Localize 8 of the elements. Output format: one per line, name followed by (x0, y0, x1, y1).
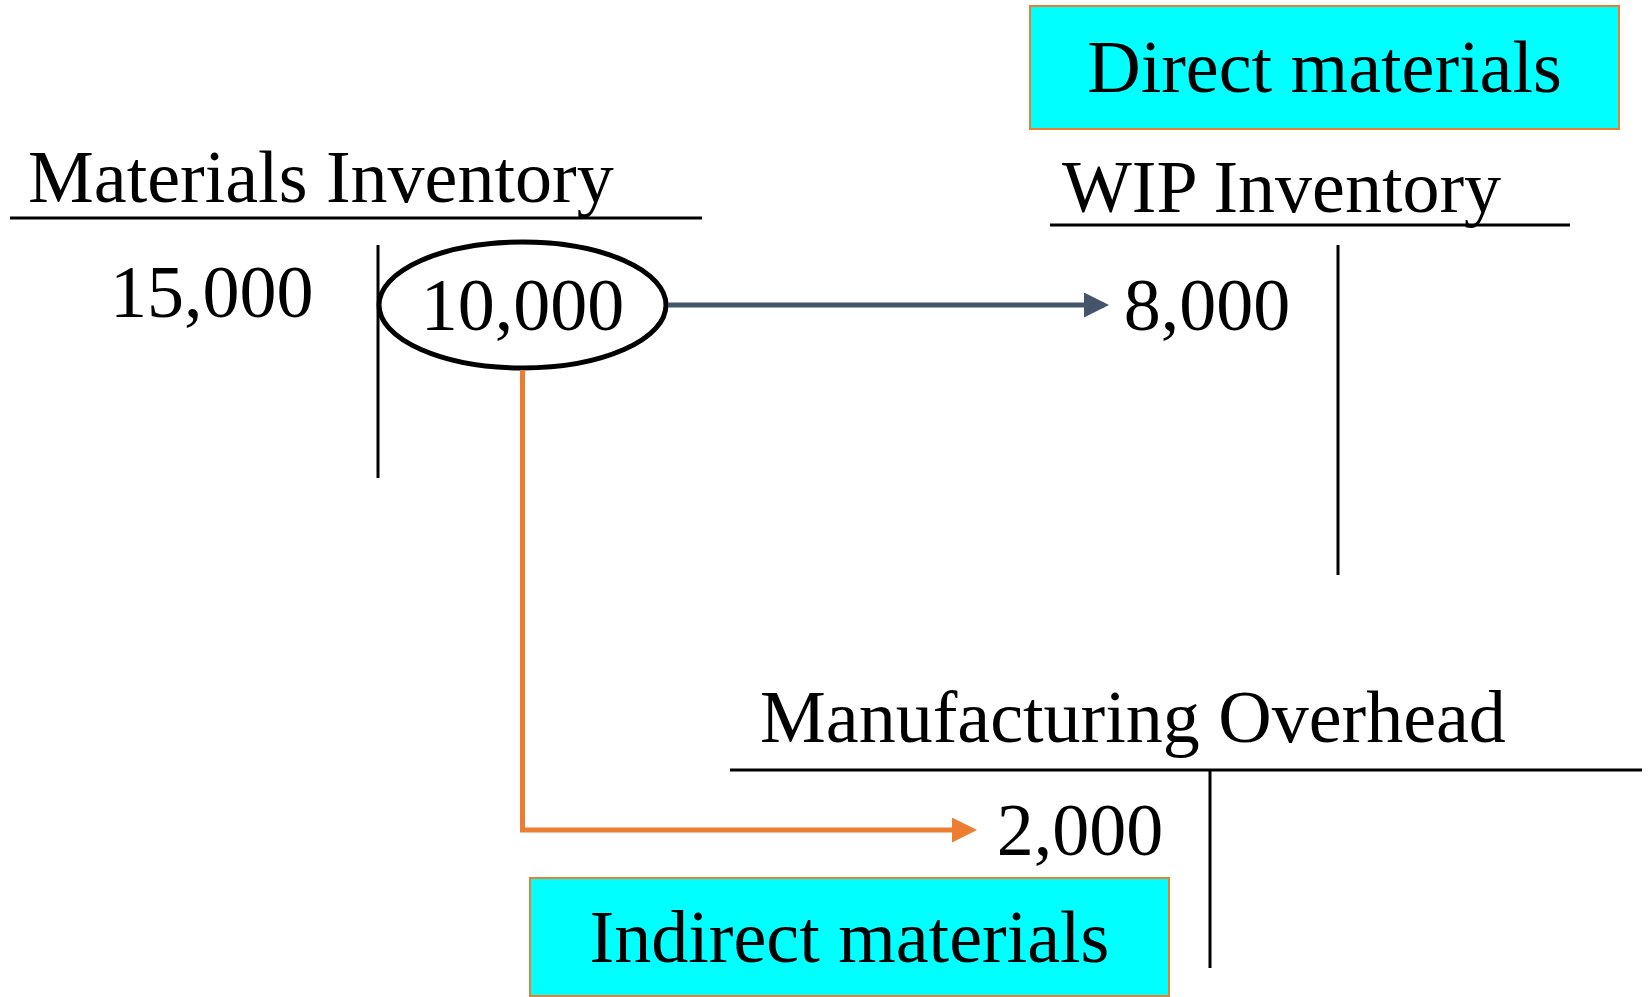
circled-amount: 10,000 (420, 268, 625, 342)
amount: 2,000 (996, 793, 1164, 867)
arrow (520, 370, 977, 843)
amount: 8,000 (1123, 268, 1291, 342)
amount: 15,000 (110, 255, 314, 329)
arrow (668, 292, 1109, 318)
label-box: Direct materials (1029, 5, 1620, 130)
label-box: Indirect materials (529, 877, 1170, 997)
